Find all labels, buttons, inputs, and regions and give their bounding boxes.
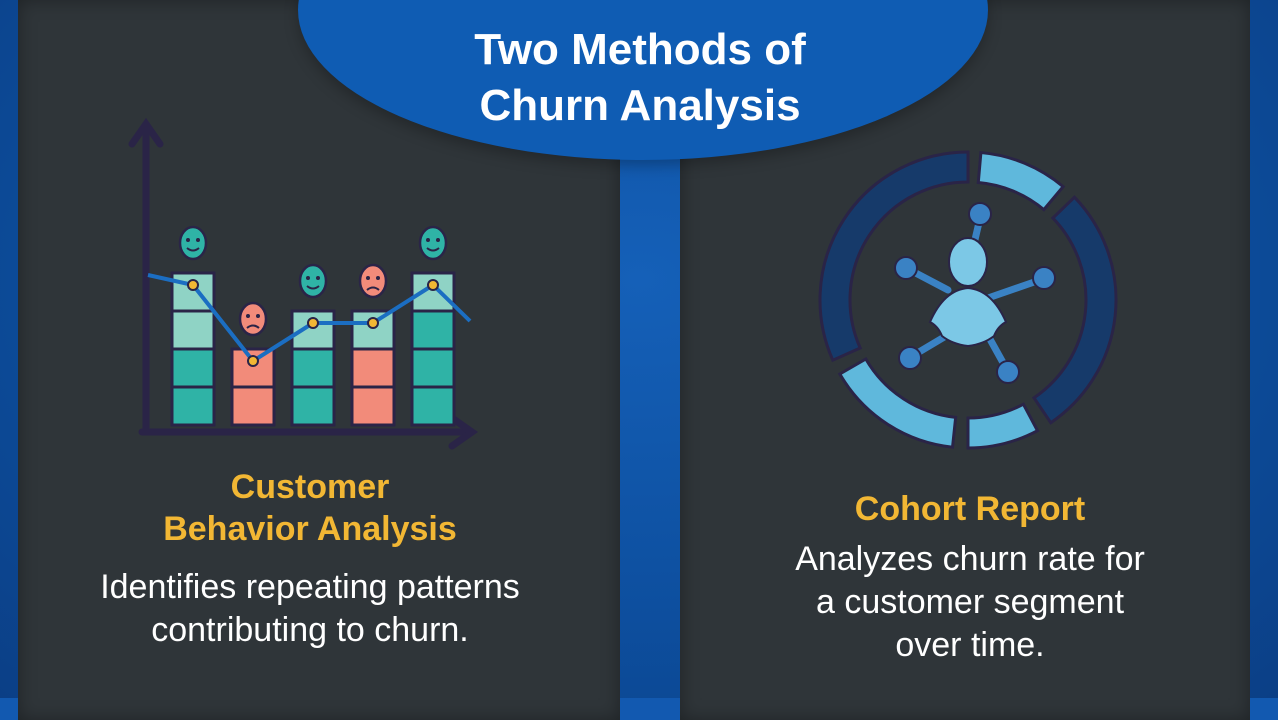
trend-point [187,279,199,291]
left-heading-line-1: Customer [230,468,390,506]
title-line-2: Churn Analysis [479,81,801,130]
bar-segment [350,385,396,427]
right-description: Analyzes churn rate for a customer segme… [740,538,1200,667]
bar-segment [290,385,336,427]
left-description-line-2: contributing to churn. [151,611,469,649]
trend-line [147,273,472,367]
sad-face-icon [238,301,268,337]
behavior-chart-illustration [128,117,479,450]
ring-segment [966,402,1040,450]
bar-segment [350,347,396,389]
sad-face-icon [358,263,388,299]
customer-network-icon [894,202,1056,384]
bar-segment [410,309,456,351]
bar-segment [350,309,396,351]
ring-segment [976,150,1066,212]
trend-point [427,279,439,291]
right-description-line-3: over time. [895,626,1045,664]
bar-segment [410,385,456,427]
trend-point [247,355,259,367]
ring-segment [837,356,958,449]
chart-axes-icon [128,117,479,450]
right-description-line-1: Analyzes churn rate for [795,540,1145,578]
right-heading: Cohort Report [760,488,1180,530]
bar-segment [170,309,216,351]
happy-face-icon [418,225,448,261]
trend-point [367,317,379,329]
left-description-line-1: Identifies repeating patterns [100,568,520,606]
left-description: Identifies repeating patterns contributi… [40,566,580,652]
bar-segment [170,385,216,427]
bar-segment [410,347,456,389]
title-line-1: Two Methods of [474,25,806,74]
bar-segment [230,385,276,427]
happy-face-icon [298,263,328,299]
page-title: Two Methods of Churn Analysis [340,22,940,134]
bar-segment [170,347,216,389]
bar-segment [290,347,336,389]
ring-segment [818,150,970,363]
happy-face-icon [178,225,208,261]
ring-segments [818,150,1118,450]
right-description-line-2: a customer segment [815,583,1125,621]
trend-point [307,317,319,329]
left-heading: Customer Behavior Analysis [100,466,520,550]
bar-segment [230,347,276,389]
ring-segment [1031,195,1118,425]
left-heading-line-2: Behavior Analysis [163,510,457,548]
cohort-ring-illustration [818,150,1118,450]
right-heading-line-1: Cohort Report [854,490,1086,528]
faces-group [178,225,448,337]
